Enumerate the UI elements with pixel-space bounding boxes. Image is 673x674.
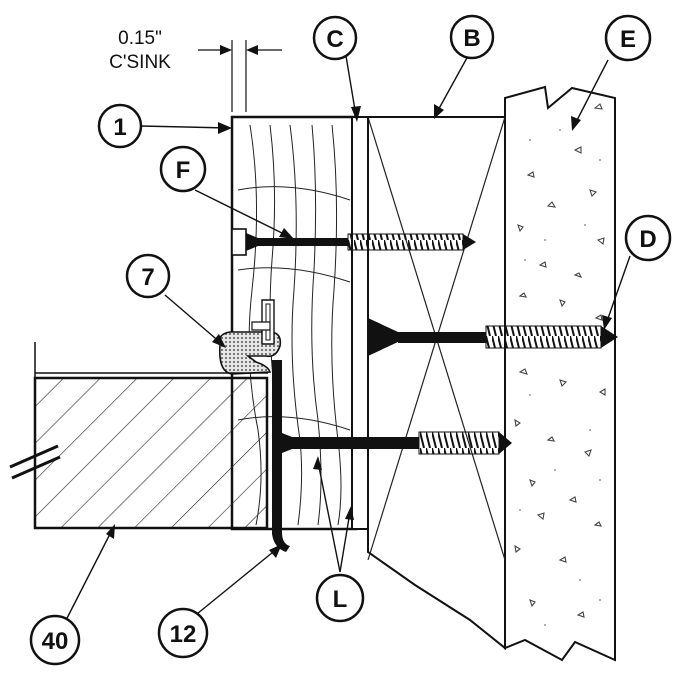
callout-f: F xyxy=(159,145,207,193)
svg-text:7: 7 xyxy=(141,264,154,291)
leader-arrowheads xyxy=(106,104,612,558)
blocking-b xyxy=(367,116,506,651)
callout-40: 40 xyxy=(29,614,81,666)
svg-text:E: E xyxy=(620,26,636,53)
rubber-bumper xyxy=(272,360,290,552)
callout-d: D xyxy=(624,214,672,262)
svg-text:40: 40 xyxy=(42,628,69,655)
svg-text:12: 12 xyxy=(170,621,197,648)
break-symbol xyxy=(9,444,61,480)
svg-text:C: C xyxy=(326,26,343,53)
leader-lines xyxy=(61,55,631,629)
countersink-dimension: 0.15" C'SINK xyxy=(109,28,282,112)
callout-7: 7 xyxy=(125,253,171,299)
callout-b: B xyxy=(449,14,495,60)
screw-d xyxy=(368,318,618,356)
dimension-value: 0.15" xyxy=(118,28,162,49)
callout-c: C xyxy=(312,15,358,61)
svg-text:D: D xyxy=(639,226,656,253)
screw-f xyxy=(231,228,476,256)
svg-text:F: F xyxy=(176,157,191,184)
callout-l: L xyxy=(315,573,365,623)
concrete-substrate xyxy=(504,85,616,662)
screw-lower xyxy=(282,431,512,455)
gasket-strip xyxy=(218,299,282,375)
svg-text:B: B xyxy=(463,25,480,52)
callout-e: E xyxy=(604,14,652,62)
callout-1: 1 xyxy=(97,103,143,149)
svg-text:L: L xyxy=(333,586,348,613)
callout-12: 12 xyxy=(157,607,209,659)
dimension-label: C'SINK xyxy=(109,52,171,73)
door-panel xyxy=(9,342,269,530)
svg-text:1: 1 xyxy=(113,114,126,141)
